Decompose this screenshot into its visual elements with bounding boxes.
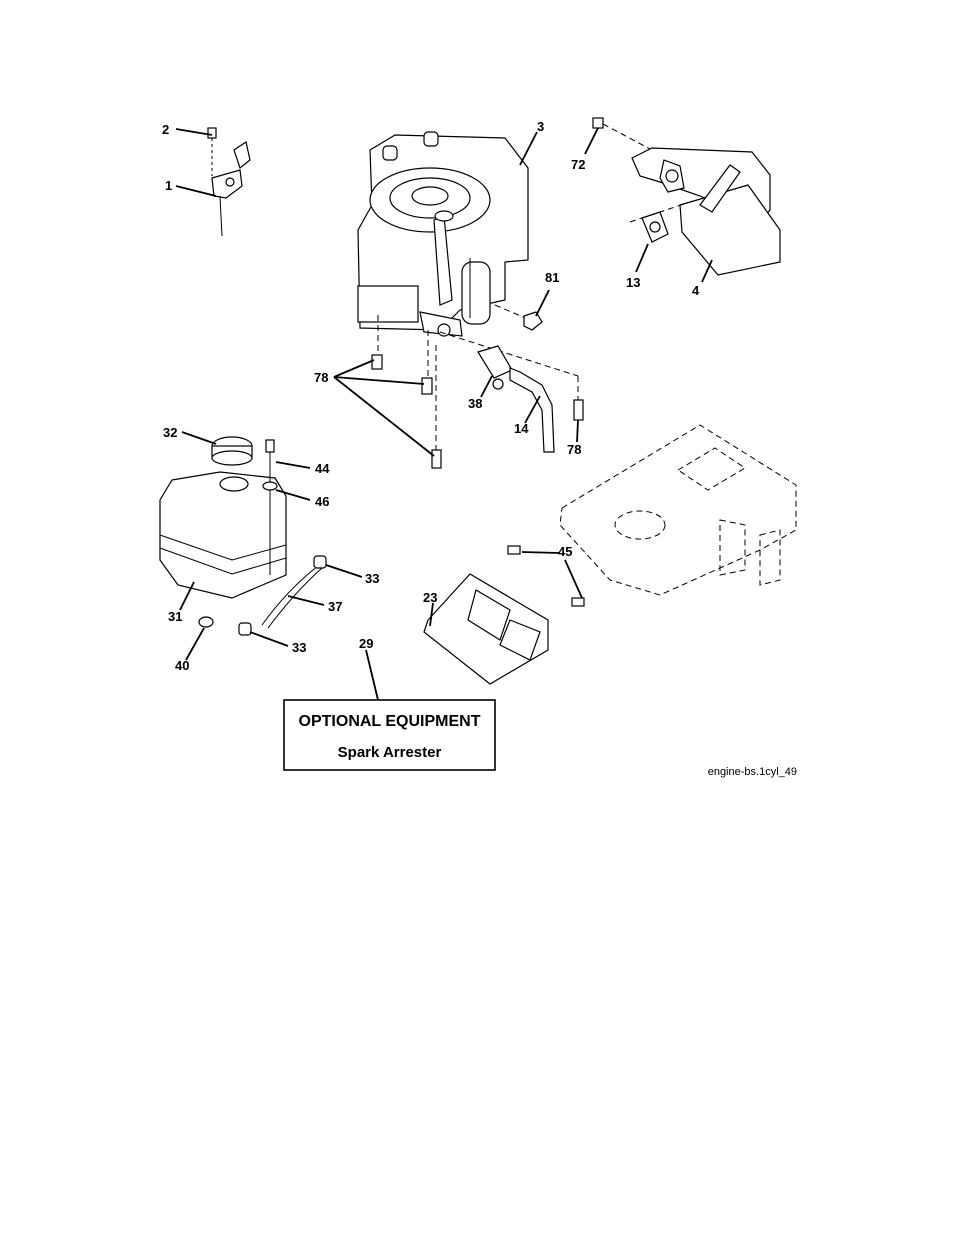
label-part-2: 2 [162, 122, 169, 137]
label-part-13: 13 [626, 275, 640, 290]
label-part-23: 23 [423, 590, 437, 605]
label-part-46: 46 [315, 494, 329, 509]
label-part-14: 14 [514, 421, 529, 436]
label-part-3: 3 [537, 119, 544, 134]
optional-equipment-subtitle: Spark Arrester [338, 744, 442, 761]
figure-code: engine-bs.1cyl_49 [708, 766, 797, 778]
label-part-4: 4 [692, 283, 700, 298]
optional-equipment-title: OPTIONAL EQUIPMENT [299, 713, 481, 730]
label-part-78-left: 78 [314, 370, 328, 385]
label-part-1: 1 [165, 178, 172, 193]
label-part-33-bottom: 33 [292, 640, 306, 655]
label-part-40: 40 [175, 658, 189, 673]
label-part-33-top: 33 [365, 571, 379, 586]
label-part-72: 72 [571, 157, 585, 172]
label-part-38: 38 [468, 396, 482, 411]
label-part-37: 37 [328, 599, 342, 614]
label-part-29: 29 [359, 636, 373, 651]
optional-equipment-box: OPTIONAL EQUIPMENT Spark Arrester [284, 700, 495, 770]
label-part-31: 31 [168, 609, 182, 624]
label-part-81: 81 [545, 270, 559, 285]
label-part-78-right: 78 [567, 442, 581, 457]
label-part-44: 44 [315, 461, 330, 476]
label-part-45: 45 [558, 544, 572, 559]
label-part-32: 32 [163, 425, 177, 440]
